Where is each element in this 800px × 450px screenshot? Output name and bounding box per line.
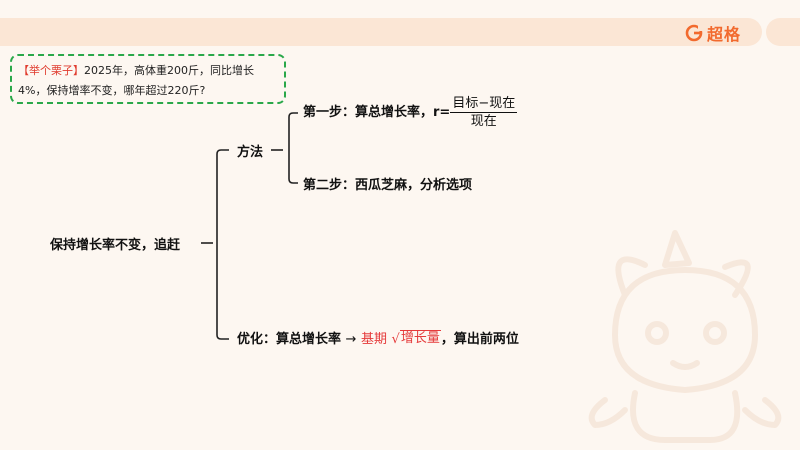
example-box: 【举个栗子】2025年，高体重200斤，同比增长4%，保持增率不变，哪年超过22… [10,54,286,104]
optimize-tail: ，算出前两位 [440,332,519,347]
fraction-numerator: 目标−现在 [450,96,518,113]
header-bar [0,18,762,46]
method-bracket [288,112,298,184]
method-node: 方法 [237,145,264,160]
brand-logo: 超格 [685,22,741,44]
mascot-watermark-icon [588,230,782,443]
example-tag: 【举个栗子】 [18,64,84,77]
example-text: 2025年，高体重200斤，同比增长4%，保持增率不变，哪年超过220斤? [18,64,254,97]
formula-lhs: r= [433,105,451,120]
optimize-node: 优化：算总增长率 → 基期 √增长量，算出前两位 [237,328,519,347]
optimize-label: 优化：算总增长率 [237,332,342,347]
base-period-text: 基期 [360,332,387,347]
arrow-icon: → [345,332,357,347]
radicand-text: 增长量 [399,330,441,346]
root-bracket [216,149,229,340]
step2-node: 第二步：西瓜芝麻，分析选项 [303,178,473,193]
root-node: 保持增长率不变，追赶 [50,238,181,253]
step1-node: 第一步：算总增长率，r=目标−现在现在 [303,95,518,130]
fraction-denominator: 现在 [470,114,497,129]
logo-text: 超格 [707,25,742,44]
root-expression: √增长量 [392,330,441,347]
sqrt-icon: √ [391,332,400,347]
header-bar-end [766,18,800,46]
logo-icon [685,24,703,42]
step1-label: 第一步：算总增长率， [303,105,434,120]
growth-rate-fraction: 目标−现在现在 [450,95,518,130]
